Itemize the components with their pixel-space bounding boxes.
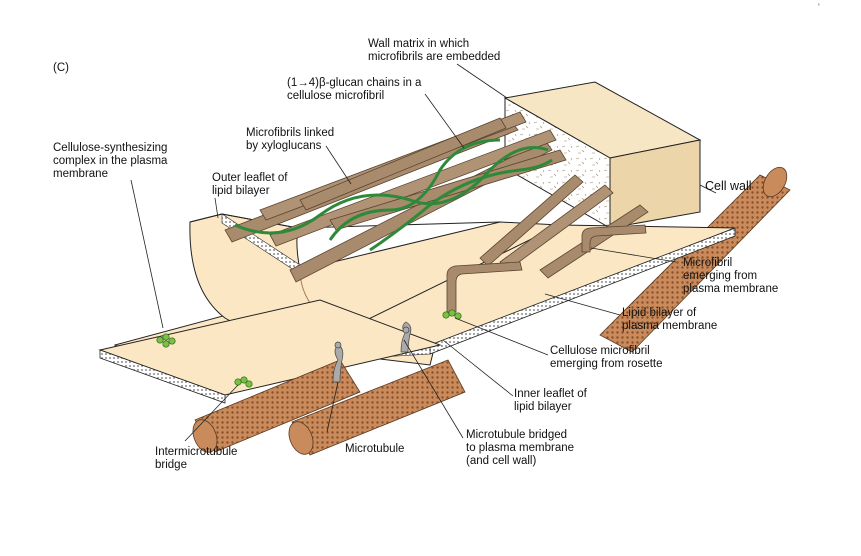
label-lipid-bilayer: Lipid bilayer of plasma membrane [622, 307, 718, 332]
label-glucan-chains: (1→4)β-glucan chains in a cellulose micr… [287, 77, 422, 102]
rosette-1 [156, 336, 164, 344]
label-microfibril-emerging: Microfibril emerging from plasma membran… [683, 257, 779, 295]
label-synthesizing-complex: Cellulose-synthesizing complex in the pl… [53, 142, 168, 180]
xyloglucan-links [234, 138, 553, 252]
microfibril-rods [224, 111, 649, 283]
label-wall-matrix: Wall matrix in which microfibrils are em… [368, 38, 501, 63]
label-bridged-microtubule: Microtubule bridged to plasma membrane (… [466, 429, 575, 467]
microtubule-bridges [332, 321, 412, 383]
rosette-3 [442, 311, 450, 319]
microtubule-front-right [288, 359, 466, 456]
label-intermicrotubule-bridge: Intermicrotubule bridge [155, 446, 238, 471]
label-cell-wall: Cell wall [705, 179, 752, 193]
corner-mark: ' [818, 2, 820, 12]
label-xyloglucan-links: Microfibrils linked by xyloglucans [246, 127, 335, 152]
emerging-microfibrils [446, 224, 647, 313]
leader-lines [130, 63, 717, 442]
lower-membrane [98, 299, 442, 404]
label-outer-leaflet: Outer leaflet of lipid bilayer [212, 172, 288, 197]
label-inner-leaflet: Inner leaflet of lipid bilayer [514, 388, 587, 413]
panel-label: (C) [53, 62, 69, 74]
microtubule-front-left [192, 359, 361, 453]
rosette-complexes [156, 309, 462, 388]
label-microtubule: Microtubule [345, 443, 405, 455]
label-rosette-microfibril: Cellulose microfibril emerging from rose… [550, 345, 663, 370]
rosette-2 [234, 378, 242, 386]
